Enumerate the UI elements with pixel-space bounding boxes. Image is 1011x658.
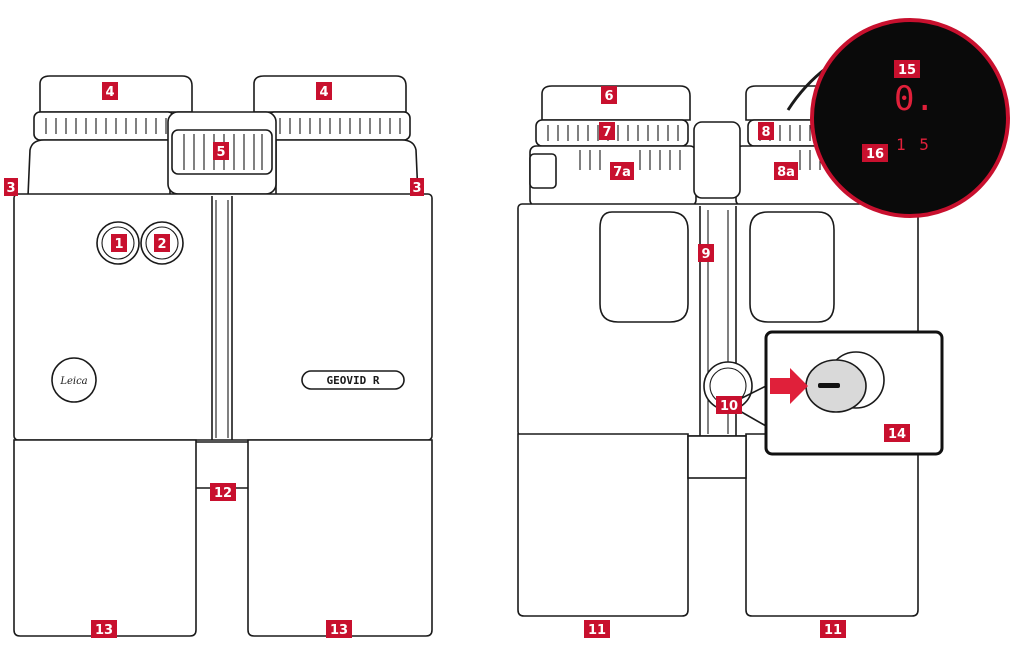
callout-8a: 8a [774,162,798,180]
svg-text:14: 14 [888,427,906,442]
front-ring-ridges [45,118,401,134]
svg-text:8a: 8a [777,165,795,180]
callout-14: 14 [884,424,910,442]
callout-15: 15 [894,60,920,78]
front-ring-left [33,111,175,141]
rear-view: 0. 1 5 [517,18,1010,617]
rear-focus-wheel [693,121,741,199]
rear-bridge-bottom [687,435,747,479]
svg-text:3: 3 [6,181,15,196]
callout-5: 5 [213,142,229,160]
svg-text:5: 5 [216,145,225,160]
distance-readout: 0. [894,79,935,119]
rear-barrel-right [745,433,919,617]
svg-text:6: 6 [604,89,613,104]
svg-text:2: 2 [157,237,166,252]
thumb-grip-right [749,211,835,323]
svg-text:3: 3 [412,181,421,196]
model-plate-text: GEOVID R [327,374,380,387]
callout-3-right: 3 [410,178,424,196]
svg-text:13: 13 [330,623,348,638]
svg-text:4: 4 [319,85,328,100]
front-shoulder-left [27,139,171,197]
front-barrel-right [247,439,433,637]
callout-3-left: 3 [4,178,18,196]
callout-8: 8 [758,122,774,140]
callout-12: 12 [210,483,236,501]
svg-text:4: 4 [105,85,114,100]
leica-logo-text: Leica [59,376,87,387]
callout-16: 16 [862,144,888,162]
svg-text:11: 11 [824,623,842,638]
svg-text:13: 13 [95,623,113,638]
display-inset: 0. 1 5 [786,18,1010,218]
strap-lug-left [529,153,557,189]
callout-10: 10 [716,396,742,414]
battery-readout: 1 5 [896,135,931,154]
front-body [13,193,433,441]
svg-text:9: 9 [701,247,710,262]
callout-4-left: 4 [102,82,118,100]
callout-13-right: 13 [326,620,352,638]
front-barrel-left [13,439,197,637]
display-lens [810,18,1010,218]
callout-11-left: 11 [584,620,610,638]
rear-barrel-left [517,433,689,617]
svg-text:7: 7 [602,125,611,140]
front-shoulder-right [275,139,419,197]
callout-7: 7 [599,122,615,140]
svg-text:10: 10 [720,399,738,414]
svg-text:16: 16 [866,147,884,162]
model-plate: GEOVID R [301,370,405,390]
leica-logo: Leica [51,357,97,403]
svg-text:1: 1 [114,237,123,252]
callout-9: 9 [698,244,714,262]
callout-7a: 7a [610,162,634,180]
callout-1: 1 [111,234,127,252]
svg-text:15: 15 [898,63,916,78]
battery-inset [737,330,944,456]
insert-arrow [770,368,808,404]
callout-4-right: 4 [316,82,332,100]
front-ring-right [267,111,411,141]
callout-2: 2 [154,234,170,252]
callout-6: 6 [601,86,617,104]
thumb-grip-left [599,211,689,323]
svg-text:12: 12 [214,486,232,501]
callout-13-left: 13 [91,620,117,638]
svg-text:7a: 7a [613,165,631,180]
callout-11-right: 11 [820,620,846,638]
svg-text:8: 8 [761,125,770,140]
svg-text:11: 11 [588,623,606,638]
